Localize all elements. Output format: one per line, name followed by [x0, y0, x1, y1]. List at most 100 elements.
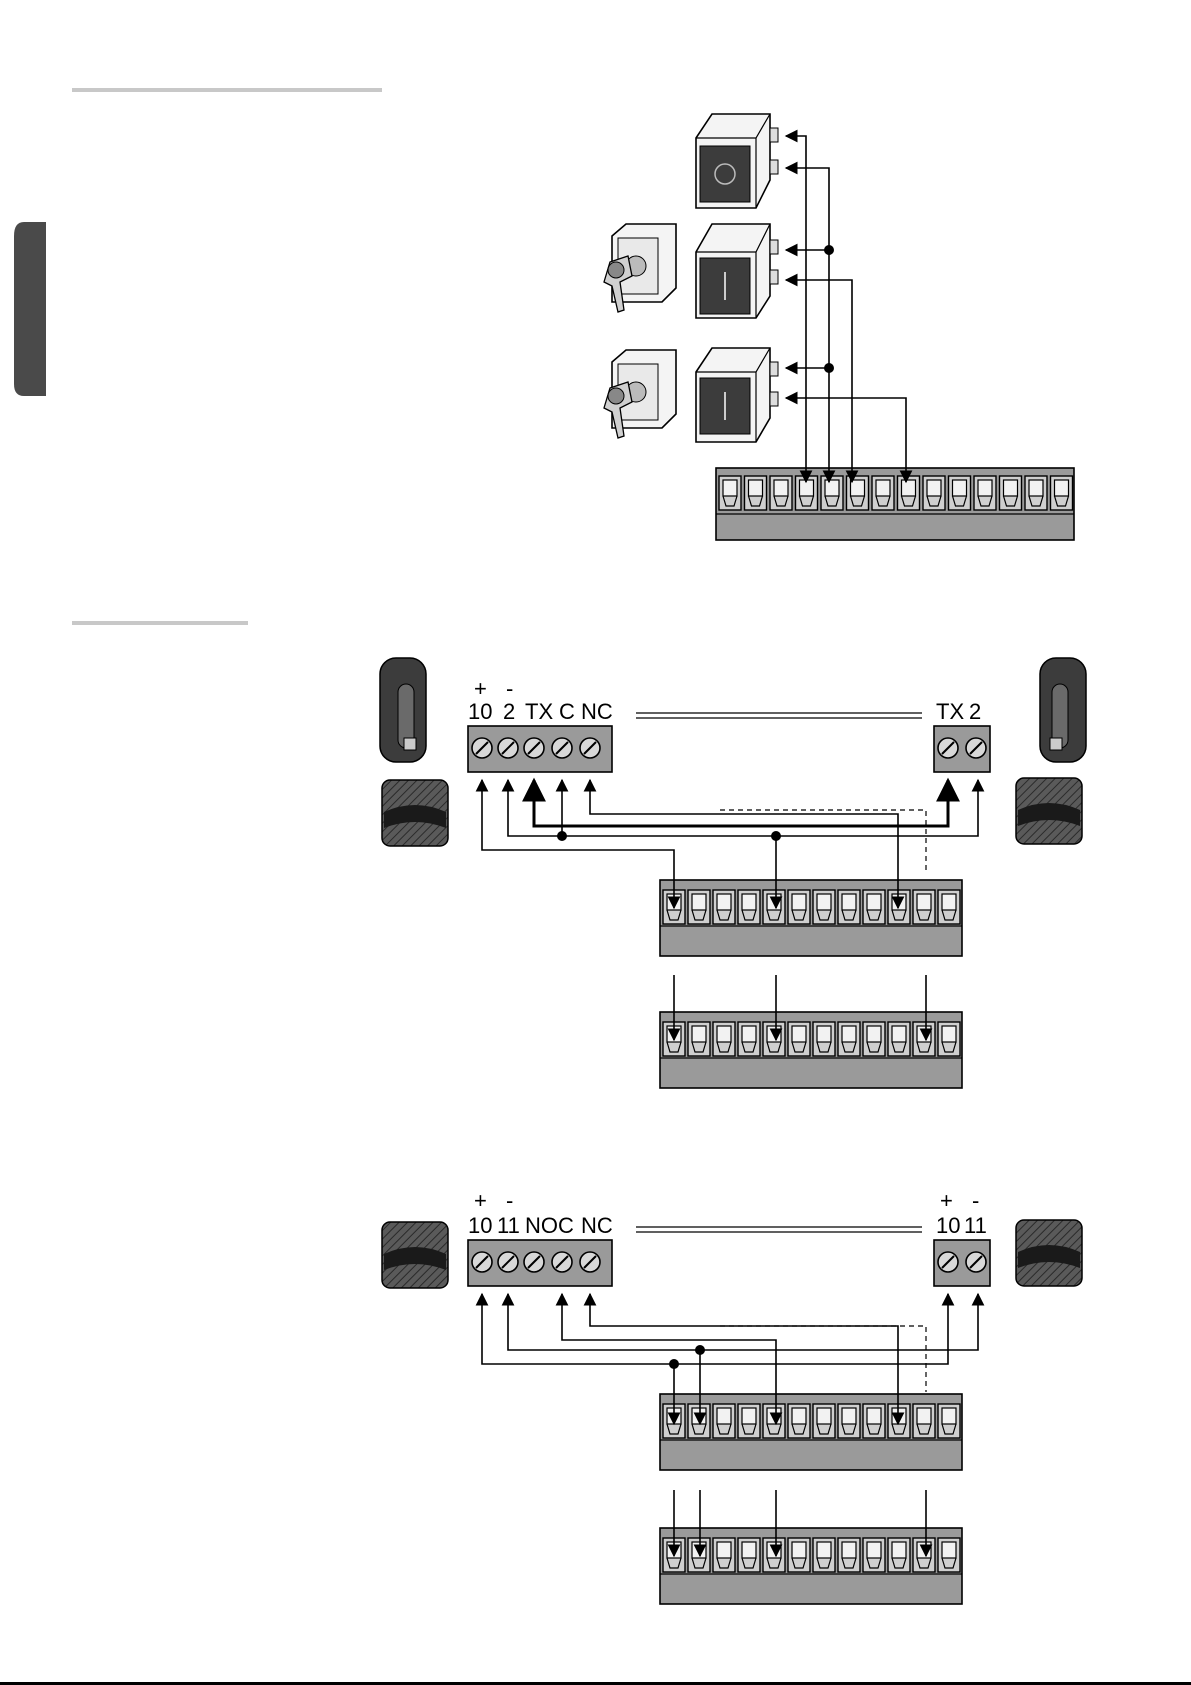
- terminal-slot: [863, 1404, 885, 1438]
- terminal-slot: [1025, 476, 1047, 510]
- junction-dot: [824, 363, 834, 373]
- terminal-slot: [888, 1022, 910, 1056]
- wires-diagram-1: [786, 136, 906, 482]
- rx-terminal-label: 11: [497, 1213, 520, 1238]
- tx-terminal-block: [934, 1240, 990, 1286]
- terminal-slot: [872, 476, 894, 510]
- terminal-slot: [863, 1538, 885, 1572]
- terminal-slot: [745, 476, 767, 510]
- photocell-cover-icon: [1016, 778, 1082, 844]
- terminal-slot: [913, 890, 935, 924]
- rx-terminal-label: C: [558, 1213, 574, 1238]
- terminal-slot: [688, 1022, 710, 1056]
- terminal-slot: [974, 476, 996, 510]
- junction-dot: [669, 1359, 679, 1369]
- terminal-slot: [763, 1404, 785, 1438]
- rx-terminal-label: NO: [525, 1213, 558, 1238]
- terminal-slot: [888, 1538, 910, 1572]
- key-switch-open: [604, 224, 676, 312]
- tx-plus-sign: +: [940, 1188, 953, 1213]
- terminal-slot: [898, 476, 920, 510]
- terminal-slot: [813, 1538, 835, 1572]
- terminal-slot: [938, 890, 960, 924]
- terminal-slot: [713, 1538, 735, 1572]
- terminal-slot: [788, 1538, 810, 1572]
- rx-terminal-block: [468, 1240, 612, 1286]
- junction-dot: [695, 1345, 705, 1355]
- tx-terminal-label: 11: [964, 1213, 987, 1238]
- terminal-slot: [863, 1022, 885, 1056]
- diagram-3-photocells: + - 10 11 NO C NC + - 10 11: [382, 1188, 1082, 1604]
- terminal-slot: [913, 1538, 935, 1572]
- rx-terminal-label: NC: [581, 1213, 613, 1238]
- terminal-slot: [847, 476, 869, 510]
- terminal-slot: [738, 1538, 760, 1572]
- rx-plus-sign: +: [474, 676, 487, 701]
- terminal-slot: [688, 890, 710, 924]
- terminal-slot: [813, 1022, 835, 1056]
- side-tab: [14, 222, 46, 396]
- diagram-1-push-buttons: [604, 114, 1074, 540]
- photocell-tx-icon: [1040, 658, 1086, 762]
- terminal-slot: [863, 890, 885, 924]
- close-button: [696, 348, 778, 442]
- terminal-slot: [763, 1538, 785, 1572]
- rx-minus-sign: -: [506, 676, 513, 701]
- terminal-block-1: [716, 468, 1074, 540]
- terminal-slot: [838, 1404, 860, 1438]
- rx-terminal-label: NC: [581, 699, 613, 724]
- terminal-slot: [713, 890, 735, 924]
- terminal-slot: [938, 1404, 960, 1438]
- terminal-block-3a: [660, 1394, 962, 1470]
- key-switch-close: [604, 350, 676, 438]
- key-icon: [608, 388, 624, 404]
- tx-minus-sign: -: [972, 1188, 979, 1213]
- terminal-slot: [838, 890, 860, 924]
- terminal-slot: [938, 1538, 960, 1572]
- section-rule-middle: [72, 621, 248, 625]
- terminal-slot: [923, 476, 945, 510]
- terminal-slot: [838, 1022, 860, 1056]
- rx-terminal-label: 10: [468, 1213, 492, 1238]
- terminal-slot: [788, 1022, 810, 1056]
- photocell-cover-icon: [382, 780, 448, 846]
- rx-minus-sign: -: [506, 1188, 513, 1213]
- terminal-slot: [788, 1404, 810, 1438]
- key-icon: [608, 262, 624, 278]
- terminal-slot: [738, 1404, 760, 1438]
- terminal-slot: [813, 1404, 835, 1438]
- tx-terminal-label: 2: [969, 699, 981, 724]
- terminal-slot: [738, 1022, 760, 1056]
- terminal-slot: [688, 1404, 710, 1438]
- terminal-block-2a: [660, 880, 962, 956]
- diagram-2-photocells: + - 10 2 TX C NC TX 2: [380, 658, 1086, 1088]
- terminal-slot: [838, 1538, 860, 1572]
- terminal-slot: [1000, 476, 1022, 510]
- terminal-slot: [1051, 476, 1073, 510]
- terminal-slot: [713, 1404, 735, 1438]
- terminal-slot: [738, 890, 760, 924]
- terminal-slot: [888, 890, 910, 924]
- photocell-rx-icon: [382, 1222, 448, 1288]
- terminal-slot: [913, 1022, 935, 1056]
- terminal-slot: [821, 476, 843, 510]
- rx-terminal-label: C: [559, 699, 575, 724]
- junction-dot: [557, 831, 567, 841]
- photocell-rx-icon: [380, 658, 426, 762]
- junction-dot: [824, 245, 834, 255]
- rx-plus-sign: +: [474, 1188, 487, 1213]
- terminal-slot: [713, 1022, 735, 1056]
- rx-terminal-label: 2: [503, 699, 515, 724]
- rx-terminal-label: 10: [468, 699, 492, 724]
- terminal-slot: [938, 1022, 960, 1056]
- terminal-slot: [949, 476, 971, 510]
- terminal-slot: [763, 890, 785, 924]
- terminal-block-3b: [660, 1528, 962, 1604]
- terminal-block-2b: [660, 1012, 962, 1088]
- section-rule-top: [72, 88, 382, 92]
- terminal-slot: [788, 890, 810, 924]
- rx-terminal-label: TX: [525, 699, 553, 724]
- tx-terminal-label: 10: [936, 1213, 960, 1238]
- terminal-slot: [719, 476, 741, 510]
- terminal-slot: [888, 1404, 910, 1438]
